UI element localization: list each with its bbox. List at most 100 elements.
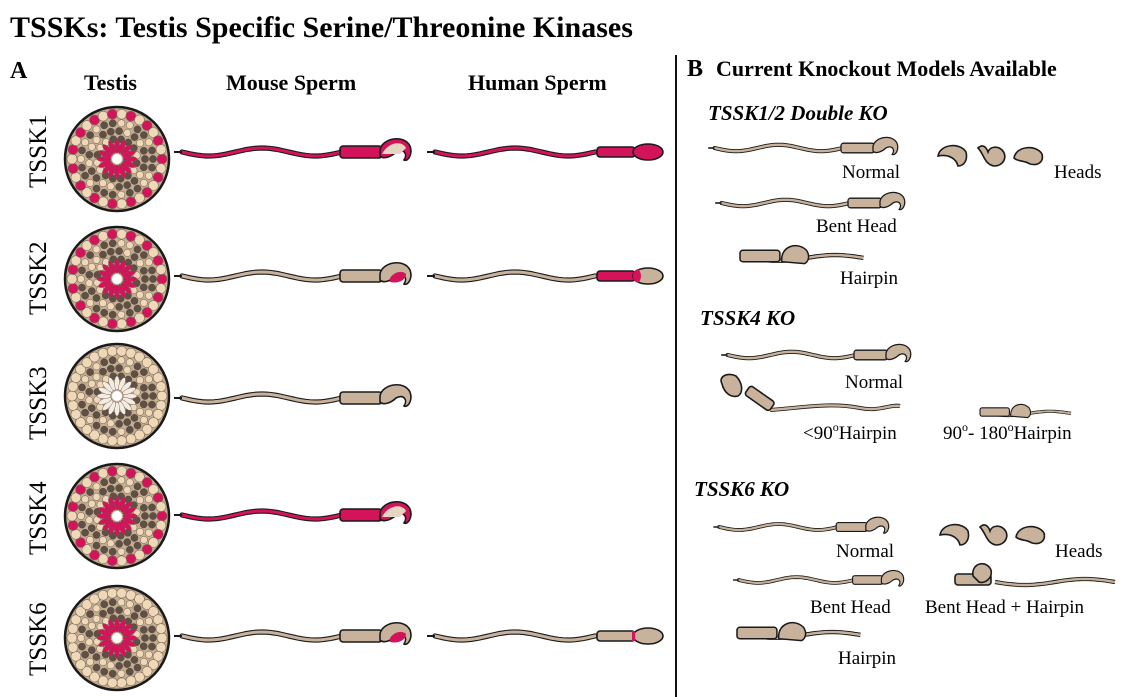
testis-cell xyxy=(137,291,144,298)
ko-sperm-shape xyxy=(713,517,888,533)
human-sperm-tssk1 xyxy=(427,144,663,160)
testis-cell xyxy=(131,414,138,421)
sperm-body xyxy=(708,137,898,154)
testis-tssk6 xyxy=(65,586,169,690)
testis-cell xyxy=(107,303,114,310)
testis-cell xyxy=(140,611,147,618)
testis-cell xyxy=(156,145,166,155)
testis-cell xyxy=(93,615,100,622)
testis-cell xyxy=(109,428,116,435)
testis-cell xyxy=(71,292,81,302)
testis-cell xyxy=(87,658,94,665)
testis-cell xyxy=(71,409,81,419)
testis-cell xyxy=(145,618,152,625)
testis-cell xyxy=(117,199,127,209)
testis-cell xyxy=(93,542,100,549)
label-lt90-angle: <90 xyxy=(803,423,833,444)
sperm-body xyxy=(174,502,411,524)
testis-cell xyxy=(68,624,78,634)
testis-cell xyxy=(93,664,100,671)
testis-cell xyxy=(99,180,106,187)
testis-cell xyxy=(140,252,147,259)
testis-cell xyxy=(68,400,78,410)
testis-cell xyxy=(78,401,85,408)
testis-cell xyxy=(107,540,114,547)
testis-cell xyxy=(107,607,114,614)
testis-cell xyxy=(124,661,131,668)
testis-cell xyxy=(156,624,166,634)
testis-cell xyxy=(101,359,108,366)
testis-cell xyxy=(93,422,100,429)
testis-cell xyxy=(93,294,100,301)
testis-cell xyxy=(118,191,125,198)
sperm-body xyxy=(174,139,411,161)
sperm-tail xyxy=(182,394,342,402)
testis-cell xyxy=(156,265,166,275)
sperm-midpiece xyxy=(597,631,635,641)
testis-cell xyxy=(87,132,94,139)
testis-cell xyxy=(82,259,89,266)
testis-cell xyxy=(140,179,147,186)
testis-cell xyxy=(67,511,77,521)
sperm-body xyxy=(721,344,911,361)
testis-cell xyxy=(99,537,106,544)
sperm-neck-stain xyxy=(633,270,641,283)
testis-cell xyxy=(109,670,116,677)
testis-cell xyxy=(99,251,106,258)
testis-cell xyxy=(107,588,117,598)
sperm-tail xyxy=(182,632,342,640)
testis-cell xyxy=(68,382,78,392)
testis-cell xyxy=(93,373,100,380)
testis-cell xyxy=(124,419,131,426)
testis-cell xyxy=(87,369,94,376)
detached-head xyxy=(1016,527,1044,544)
testis-cell xyxy=(126,479,133,486)
testis-cell xyxy=(88,622,95,629)
human-sperm-tssk6 xyxy=(427,628,663,644)
sperm-head xyxy=(782,246,809,264)
label-normal-tssk6: Normal xyxy=(836,541,894,562)
testis-cell xyxy=(117,229,127,239)
sperm-tail xyxy=(722,200,850,206)
sperm-tail xyxy=(728,352,856,358)
label-lt90-tssk4: <90oHairpin xyxy=(803,420,897,444)
sperm-tail xyxy=(182,511,342,519)
testis-cell xyxy=(140,626,147,633)
testis-cell xyxy=(124,608,131,615)
testis-cell xyxy=(88,288,95,295)
testis-cell xyxy=(157,511,167,521)
testis-cell xyxy=(101,546,108,553)
testis-cell xyxy=(109,548,116,555)
testis-cell xyxy=(131,613,138,620)
sperm-tail xyxy=(719,524,837,530)
mouse-sperm-tssk1 xyxy=(174,139,411,161)
testis-cell xyxy=(137,619,144,626)
ko-sperm-hairpin-tssk6 xyxy=(737,623,861,641)
testis-cell xyxy=(98,111,108,121)
testis-cell xyxy=(109,120,116,127)
testis-cell xyxy=(93,126,100,133)
testis-cell xyxy=(118,357,125,364)
testis-cell xyxy=(88,263,95,270)
testis-cell xyxy=(109,477,116,484)
testis-cell xyxy=(140,267,147,274)
testis-cell xyxy=(82,618,89,625)
testis-cell xyxy=(86,271,93,278)
testis-cell xyxy=(78,147,85,154)
testis-cell xyxy=(140,164,147,171)
testis-cell xyxy=(145,259,152,266)
testis-cell xyxy=(134,542,141,549)
testis-cell xyxy=(156,520,166,530)
sperm-tail xyxy=(435,632,595,640)
testis-cell xyxy=(116,128,123,135)
testis-cell xyxy=(134,664,141,671)
testis-cell xyxy=(88,405,95,412)
testis-cell xyxy=(153,256,163,266)
sperm-tail xyxy=(182,272,342,280)
testis-tssk1 xyxy=(65,107,169,211)
testis-cell xyxy=(107,678,117,688)
testis-cell xyxy=(140,504,147,511)
label-benthead-tssk6: Bent Head xyxy=(810,597,891,618)
testis-cell xyxy=(157,154,167,164)
testis-cell xyxy=(93,136,100,143)
